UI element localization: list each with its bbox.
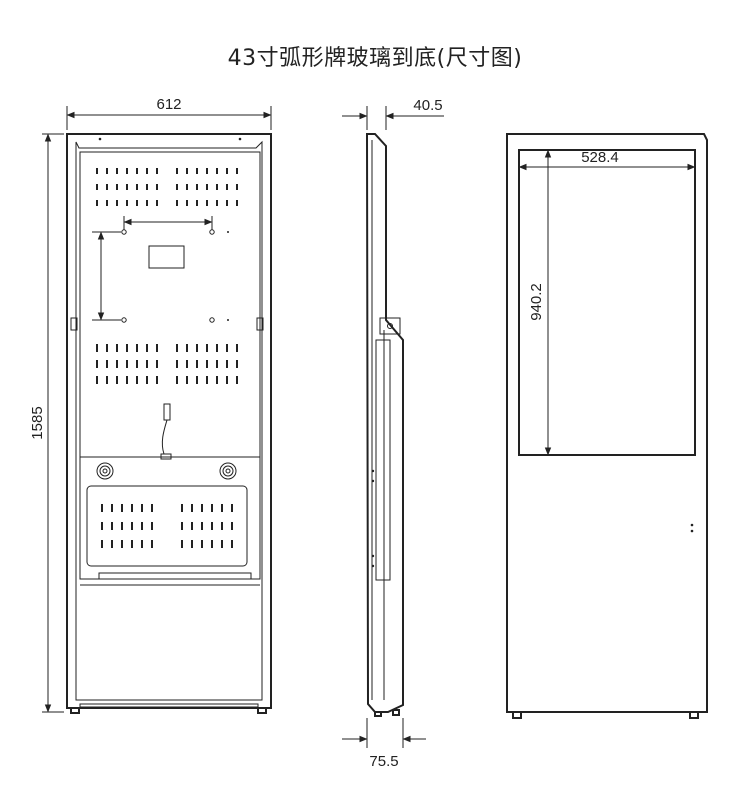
speaker-right (219, 462, 237, 480)
back-view: 612 1585 (29, 96, 272, 714)
bottom-depth-label: 75.5 (369, 753, 398, 770)
side-body (365, 133, 404, 713)
vent-slots-middle (96, 344, 238, 384)
left-hinge (70, 317, 78, 331)
top-depth-label: 40.5 (413, 97, 442, 114)
back-width-label: 612 (156, 96, 181, 113)
back-outer-frame (66, 133, 272, 709)
screen-width-label: 528.4 (581, 149, 619, 166)
height-label: 1585 (29, 406, 46, 439)
label-plate (148, 245, 185, 269)
vent-slots-top (96, 168, 238, 206)
right-hinge (256, 317, 264, 331)
side-foot-front (374, 711, 382, 717)
power-cable (160, 403, 172, 460)
front-foot-right (689, 711, 699, 719)
top-screws (98, 137, 242, 141)
speaker-left (96, 462, 114, 480)
side-view: 40.5 75.5 (342, 97, 444, 770)
back-foot-right (257, 707, 267, 714)
front-outer-frame (506, 133, 708, 713)
vent-slots-lower (101, 504, 233, 548)
back-foot-left (70, 707, 80, 714)
front-foot-left (512, 711, 522, 719)
base-plate (79, 703, 259, 708)
bottom-bracket (98, 572, 252, 580)
screen-area (518, 149, 696, 456)
side-recess (375, 339, 391, 581)
front-view: 528.4 940.2 (506, 133, 708, 719)
screen-height-label: 940.2 (528, 283, 545, 321)
side-hinge (379, 317, 401, 335)
vesa-mount (92, 216, 229, 323)
back-inner-frame (75, 140, 263, 701)
page-title: 43寸弧形牌玻璃到底(尺寸图) (227, 46, 523, 71)
side-foot-rear (392, 709, 400, 716)
equipment-box (86, 485, 248, 567)
